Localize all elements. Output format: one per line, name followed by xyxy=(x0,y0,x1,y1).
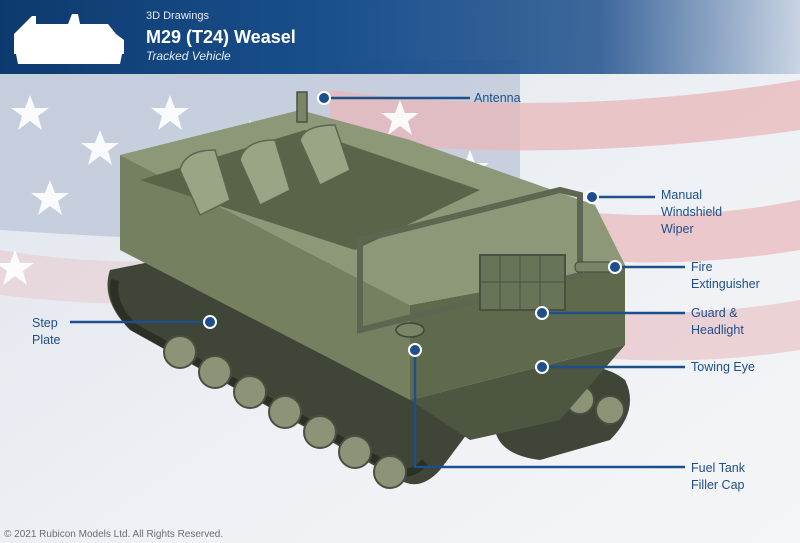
label-fire-extinguisher: Fire Extinguisher xyxy=(691,259,760,293)
fire-label-line-2: Extinguisher xyxy=(691,277,760,291)
copyright-notice: © 2021 Rubicon Models Ltd. All Rights Re… xyxy=(4,529,224,540)
step-plate-dot xyxy=(203,315,217,329)
fire-label-line-1: Fire xyxy=(691,260,713,274)
step-label-line-1: Step xyxy=(32,316,58,330)
weasel-vehicle xyxy=(107,91,630,489)
callout-leaders xyxy=(70,96,685,469)
towing-label-text: Towing Eye xyxy=(691,360,755,374)
fuel-label-line-1: Fuel Tank xyxy=(691,461,745,475)
header-tagline: Tracked Vehicle xyxy=(146,49,231,63)
antenna-label-text: Antenna xyxy=(474,91,521,105)
fire-extinguisher-dot xyxy=(608,260,622,274)
weasel-silhouette-logo xyxy=(14,14,124,64)
wiper-label-line-1: Manual xyxy=(661,188,702,202)
label-fuel-tank-filler-cap: Fuel Tank Filler Cap xyxy=(691,460,745,494)
header-banner: 3D Drawings M29 (T24) Weasel Tracked Veh… xyxy=(0,0,800,74)
label-guard-headlight: Guard & Headlight xyxy=(691,305,744,339)
guard-label-line-2: Headlight xyxy=(691,323,744,337)
label-step-plate: Step Plate xyxy=(32,315,61,349)
label-towing-eye: Towing Eye xyxy=(691,359,755,376)
header-subtitle: 3D Drawings xyxy=(146,10,209,22)
wiper-label-line-3: Wiper xyxy=(661,222,694,236)
fuel-cap-dot xyxy=(408,343,422,357)
wiper-dot xyxy=(585,190,599,204)
guard-label-line-1: Guard & xyxy=(691,306,738,320)
guard-headlight-dot xyxy=(535,306,549,320)
fuel-label-line-2: Filler Cap xyxy=(691,478,745,492)
wiper-label-line-2: Windshield xyxy=(661,205,723,219)
callout-dots xyxy=(203,91,622,374)
antenna-dot xyxy=(317,91,331,105)
step-label-line-2: Plate xyxy=(32,333,61,347)
towing-eye-dot xyxy=(535,360,549,374)
label-antenna: Antenna xyxy=(474,90,521,107)
page-title: M29 (T24) Weasel xyxy=(146,27,296,47)
label-windshield-wiper: Manual Windshield Wiper xyxy=(661,187,722,238)
